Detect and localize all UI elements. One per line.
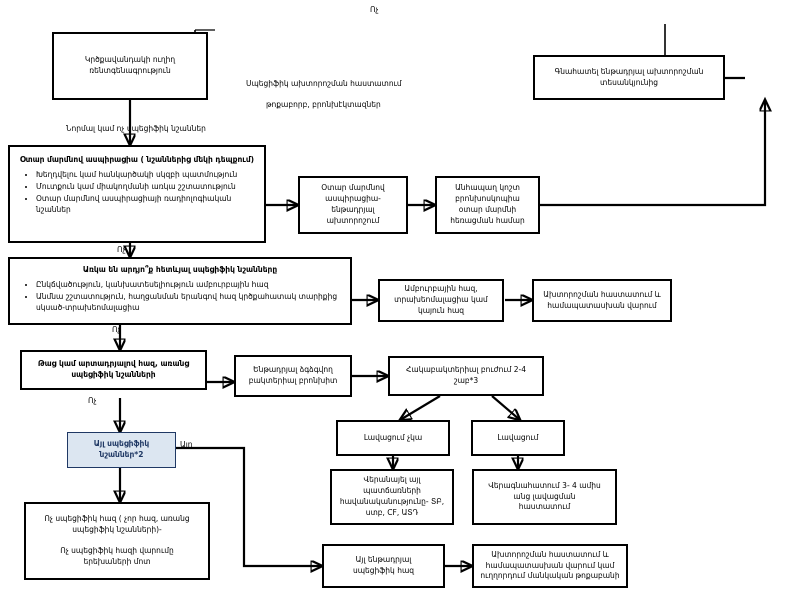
improvement-box[interactable]: Լավացում [471,420,565,456]
rigid-bronchoscopy-line4: հեռացման համար [450,215,525,225]
other-presumed-line2: սպեցիֆիկ հազ [352,566,415,575]
antibacterial-treatment-box[interactable]: Հակաբակտերիալ բուժում 2-4 շաբ*3 [388,356,544,396]
reassess-line2: անց լավացման [513,491,576,501]
list-item: Մուտքուն կամ միակողմանի առկա շշտատությու… [36,181,260,192]
nonspecific-cough-line4: երեխաների մոտ [83,556,151,566]
antibiotic-line2: շաբ*3 [453,376,479,385]
presumed-pbb-line2: բակտերիալ բրոնխիտ [248,376,338,385]
evaluate-presumed-diagnosis-box[interactable]: Գնահատել ենթադրյալ ախտորոշման տեսանկյուն… [533,55,725,100]
evaluate-presumed-line2: տեսանկյունից [600,77,658,87]
reassess-line1: Վերագնահատում 3- 4 ամիս [488,480,601,490]
nonspecific-cough-line2: սպեցիֆիկ նշանների)- [72,525,162,535]
foreign-body-aspiration-title: Օտար մարմնով ասպիրացիա ( նշաններից մեկի … [19,155,255,164]
label-normal-or-nonspecific-signs: Նորմալ կամ ոչ սպեցիֆիկ նշաններ [66,124,206,133]
confirm-diagnosis-manage-2-box[interactable]: Ախտորոշման հաստատում և համապատասխան վարո… [472,544,628,588]
rigid-bronchoscopy-line2: բրոնխոսկոպիա [455,194,520,204]
foreign-body-presumed-diagnosis-box[interactable]: Օտար մարմնով ասպիրացիա- ենթադրյալ ախտորո… [298,176,408,234]
review-causes-line3: հավանականությունը- ՏԲ, [339,497,445,506]
confirm-dx-1-line2: համապատասխան վարում [547,300,657,310]
label-no-top: Ոչ [370,5,379,14]
other-specific-signs-line1: Այլ սպեցիֆիկ [93,439,150,449]
note-specific-diagnosis-line2: թոքաբորբ, բրոնխէկտազներ [266,100,381,109]
improvement-text: Լավացում [497,432,539,442]
other-specific-signs-line2: նշաններ*2 [99,450,144,459]
chest-radiograph-line1: Կրծքավանդակի ուղիղ [84,55,176,65]
review-causes-line2: պատճառների [363,486,421,496]
rigid-bronchoscopy-line3: օտար մարմնի [458,205,517,214]
label-no-foreign-body: Ոչ [117,245,126,254]
brassy-cough-line2: տրախեոմալացիա կամ [394,295,488,305]
nonspecific-cough-line3: Ոչ սպեցիֆիկ հազի վարումը [60,546,174,555]
other-presumed-line1: Այլ ենթադրյալ [355,555,412,565]
wet-cough-line2: սպեցիֆիկ նշանների [71,370,156,379]
brassy-cough-line3: կայուն հազ [417,305,465,315]
foreign-body-aspiration-box[interactable]: Օտար մարմնով ասպիրացիա ( նշաններից մեկի … [8,145,266,243]
evaluate-presumed-line1: Գնահատել ենթադրյալ ախտորոշման [554,66,704,76]
review-causes-line4: ստբ, CF, ԱՏԴ [365,507,419,517]
confirm-dx-2-line1: Ախտորոշման հաստատում և [491,549,609,559]
nonspecific-cough-box[interactable]: Ոչ սպեցիֆիկ հազ ( չոր հազ, առանց սպեցիֆի… [24,502,210,580]
label-no-specific-signs: Ոչ [112,325,121,334]
presumed-pbb-box[interactable]: Ենթադրյալ ձգձգվող բակտերիալ բրոնխիտ [234,355,352,397]
list-item: Օտար մարմնով ասպիրացիայի ռադիոլոգիական ն… [36,193,260,216]
spacer [30,536,204,546]
list-item: Խեղդվելու կամ հանկարծակի սկզբի պատմությո… [36,169,260,180]
no-improvement-text: Լավացում չկա [363,432,423,442]
label-no-wet-cough: Ոչ [88,396,97,405]
other-presumed-specific-cough-box[interactable]: Այլ ենթադրյալ սպեցիֆիկ հազ [322,544,445,588]
no-improvement-box[interactable]: Լավացում չկա [336,420,450,456]
reassess-3-4-months-box[interactable]: Վերագնահատում 3- 4 ամիս անց լավացման հաս… [472,469,617,525]
confirm-diagnosis-manage-1-box[interactable]: Ախտորոշման հաստատում և համապատասխան վարո… [532,279,672,322]
confirm-dx-2-line3: ուղղորդում մանկական թոքաբանի [480,571,620,581]
label-yes-other-specific-signs: Այո [180,440,193,449]
chest-radiograph-box[interactable]: Կրծքավանդակի ուղիղ ռենտգենագրություն [52,32,208,100]
presumed-pbb-line1: Ենթադրյալ ձգձգվող [253,365,333,375]
brassy-cough-line1: Ամբուրբային հազ, [404,284,478,294]
fb-presumed-line1: Օտար մարմնով [321,183,385,193]
confirm-dx-1-line1: Ախտորոշման հաստատում և [543,289,661,299]
nonspecific-cough-line1: Ոչ սպեցիֆիկ հազ ( չոր հազ, առանց [44,514,190,524]
foreign-body-aspiration-bullets: Խեղդվելու կամ հանկարծակի սկզբի պատմությո… [14,169,260,217]
specific-signs-present-box[interactable]: Առկա են արդյո՞ք հետևյալ սպեցիֆիկ նշաններ… [8,257,352,325]
specific-signs-title: Առկա են արդյո՞ք հետևյալ սպեցիֆիկ նշաններ… [82,265,278,274]
other-specific-signs-box[interactable]: Այլ սպեցիֆիկ նշաններ*2 [67,432,176,468]
confirm-dx-2-line2: համապատասխան վարում կամ [485,560,615,570]
list-item: Ընկճվածություն, կանխատեսելիություն ամբու… [36,279,346,290]
wet-cough-no-specific-signs-box[interactable]: Թաց կամ արտադրյալով հազ, առանց սպեցիֆիկ … [20,350,207,390]
review-other-causes-box[interactable]: Վերանայել այլ պատճառների հավանականությու… [330,469,454,525]
note-specific-diagnosis-line1: Սպեցիֆիկ ախտորոշման հաստատում [246,79,402,88]
specific-signs-bullets: Ընկճվածություն, կանխատեսելիություն ամբու… [14,279,346,315]
list-item: Անմնա շշտատություն, հաղցանման երանգով հա… [36,291,346,314]
chest-radiograph-line2: ռենտգենագրություն [89,66,171,75]
reassess-line3: հաստատում [518,502,571,512]
antibiotic-line1: Հակաբակտերիալ բուժում 2-4 [406,365,526,375]
wet-cough-line1: Թաց կամ արտադրյալով հազ, առանց [37,359,190,369]
fb-presumed-line2: ասպիրացիա- [325,194,381,204]
fb-presumed-line4: ախտորոշում [326,215,380,225]
rigid-bronchoscopy-line1: Անհապաղ կոշտ [455,183,520,193]
brassy-cough-box[interactable]: Ամբուրբային հազ, տրախեոմալացիա կամ կայու… [378,279,504,322]
rigid-bronchoscopy-box[interactable]: Անհապաղ կոշտ բրոնխոսկոպիա օտար մարմնի հե… [435,176,540,234]
fb-presumed-line3: ենթադրյալ [331,205,375,214]
review-causes-line1: Վերանայել այլ [363,475,421,485]
